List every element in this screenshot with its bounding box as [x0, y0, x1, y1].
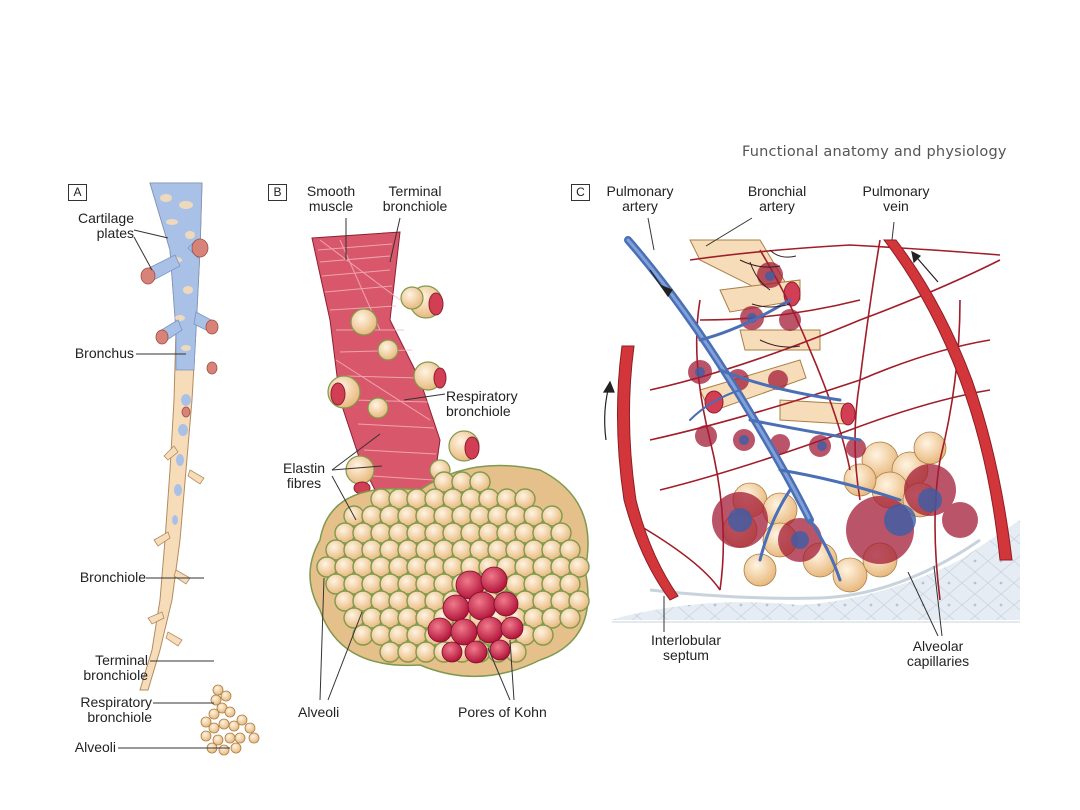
alveolus-sac [541, 505, 563, 527]
label-pores-of-kohn: Pores of Kohn [458, 704, 547, 720]
leader-lines [118, 217, 943, 749]
label-smooth-muscle: Smooth muscle [306, 183, 356, 214]
alveolus-sac [550, 522, 572, 544]
alveolus-sac [559, 539, 581, 561]
panel-tag-b: B [268, 184, 287, 201]
label-pulmonary-vein: Pulmonary vein [862, 183, 930, 214]
label-alveoli-a: Alveoli [74, 739, 116, 755]
panel-tag-c: C [571, 184, 590, 201]
alveolus-sac [514, 488, 536, 510]
label-respiratory-bronchiole-a: Respiratory bronchiole [80, 694, 152, 725]
label-respiratory-bronchiole-b: Respiratory bronchiole [446, 388, 518, 419]
alveolus-sac [397, 641, 419, 663]
alveolus-sac [415, 641, 437, 663]
label-interlobular-septum: Interlobular septum [650, 632, 722, 663]
label-terminal-bronchiole-a: Terminal bronchiole [83, 652, 148, 683]
label-terminal-bronchiole-b: Terminal bronchiole [382, 183, 448, 214]
label-pulmonary-artery: Pulmonary artery [606, 183, 674, 214]
label-elastin-fibres: Elastin fibres [282, 460, 326, 491]
alveolus-sac [379, 641, 401, 663]
panel-b-acinus [309, 231, 590, 678]
label-alveolar-capillaries: Alveolar capillaries [906, 638, 970, 669]
label-bronchiole-a: Bronchiole [79, 569, 146, 585]
label-cartilage-plates: Cartilage plates [77, 210, 134, 241]
label-alveoli-b: Alveoli [298, 704, 340, 720]
alveolus-sac [568, 556, 590, 578]
panel-c-vasculature [602, 236, 1020, 623]
label-bronchus: Bronchus [74, 345, 134, 361]
alveolus-sac [559, 573, 581, 595]
panel-tag-a: A [68, 184, 87, 201]
alveolus-sac [559, 607, 581, 629]
alveolus-sac [532, 624, 554, 646]
label-bronchial-artery: Bronchial artery [747, 183, 807, 214]
alveolus-sac [568, 590, 590, 612]
alveolus-sac [469, 471, 491, 493]
panel-a-airway-tree [139, 182, 260, 756]
pores-of-kohn-cluster [427, 566, 524, 664]
page-header: Functional anatomy and physiology [742, 144, 1007, 160]
